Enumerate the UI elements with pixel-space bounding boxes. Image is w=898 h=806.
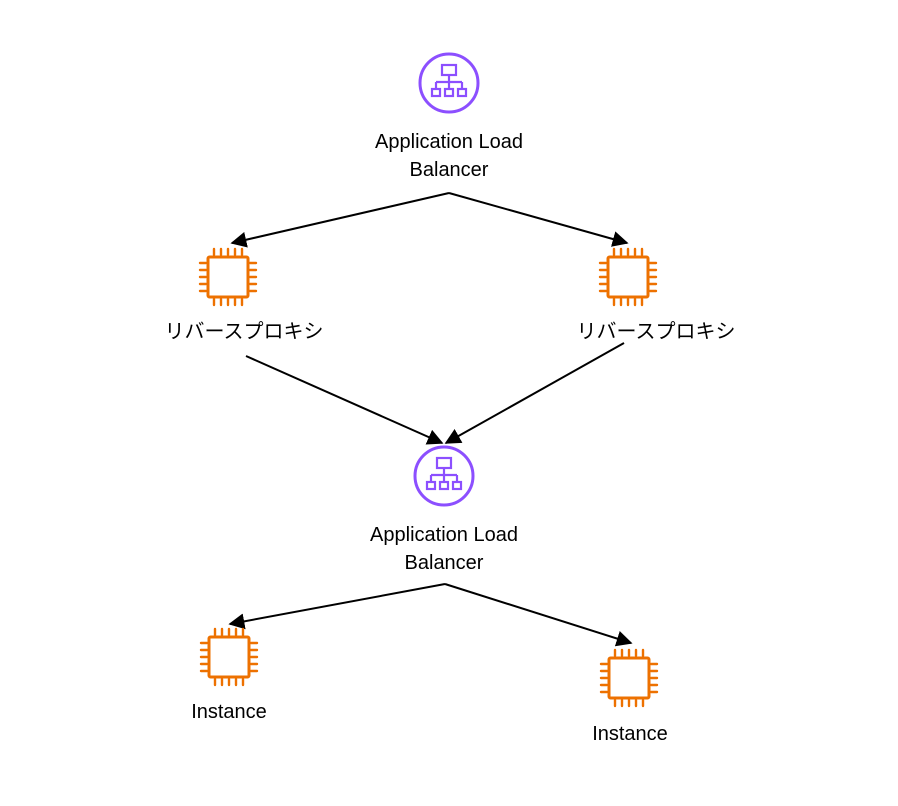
load-balancer-icon[interactable] [418, 52, 480, 114]
edge-proxy-right-to-alb-bottom [444, 342, 625, 444]
edges [228, 192, 633, 647]
load-balancer-icon[interactable] [413, 445, 475, 507]
alb-top-label: Application Load Balancer [349, 128, 549, 184]
alb-bottom-label-line2: Balancer [404, 552, 484, 574]
alb-top-label-line1: Application Load [375, 131, 523, 153]
proxy-left-label: リバースプロキシ [164, 321, 324, 343]
instance-left-label: Instance [191, 701, 267, 723]
proxy-right-label: リバースプロキシ [576, 321, 736, 343]
ec2-instance-icon[interactable] [598, 247, 658, 307]
instance-right-label: Instance [592, 723, 668, 745]
edge-alb-top-to-proxy-right [448, 192, 629, 247]
edge-proxy-left-to-alb-bottom [245, 355, 444, 445]
alb-bottom-label-line1: Application Load [370, 524, 518, 546]
ec2-instance-icon[interactable] [599, 648, 659, 708]
edge-alb-top-to-proxy-left [230, 192, 450, 248]
alb-top-label-line2: Balancer [409, 159, 489, 181]
ec2-instance-icon[interactable] [199, 627, 259, 687]
ec2-instance-icon[interactable] [198, 247, 258, 307]
alb-bottom-label: Application Load Balancer [344, 521, 544, 577]
edge-alb-bottom-to-instance-left [228, 583, 446, 630]
edge-alb-bottom-to-instance-right [444, 583, 633, 647]
